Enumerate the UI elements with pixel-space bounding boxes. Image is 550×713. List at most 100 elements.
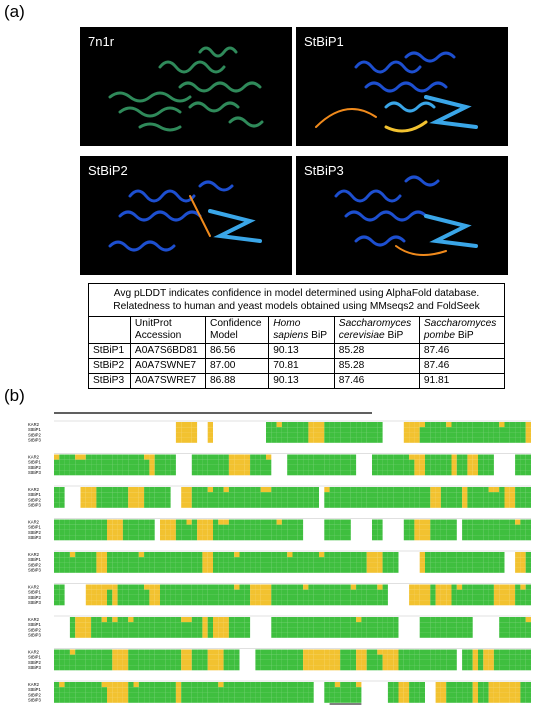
alignment-cell [483, 524, 489, 530]
alignment-cell [191, 562, 198, 568]
alignment-cell [276, 584, 282, 590]
alignment-cell [149, 487, 155, 493]
alignment-cell [101, 692, 107, 698]
alignment-cell [361, 422, 367, 428]
alignment-cell [387, 692, 394, 698]
alignment-cell [308, 627, 314, 633]
alignment-cell [525, 600, 531, 606]
alignment-cell [382, 589, 388, 595]
alignment-cell [170, 600, 176, 606]
alignment-cell [483, 692, 489, 698]
alignment-cell [175, 552, 182, 558]
alignment-cell [446, 422, 452, 428]
alignment-cell [414, 519, 420, 525]
alignment-cell [372, 562, 378, 568]
alignment-cell [361, 622, 367, 628]
alignment-cell [207, 437, 213, 443]
alignment-cell [122, 459, 129, 465]
alignment-cell [165, 562, 171, 568]
alignment-cell [223, 459, 229, 465]
alignment-cell [181, 659, 187, 666]
alignment-cell [276, 659, 282, 666]
alignment-cell [313, 665, 319, 671]
alignment-cell [271, 692, 277, 698]
alignment-cell [435, 557, 441, 563]
alignment-cell [340, 665, 346, 671]
alignment-cell [186, 589, 192, 595]
alignment-cell [509, 632, 516, 638]
alignment-cell [239, 632, 245, 638]
alignment-cell [128, 617, 134, 623]
alignment-cell [202, 524, 208, 530]
alignment-cell [239, 567, 245, 573]
alignment-cell [340, 552, 346, 558]
alignment-cell [276, 562, 282, 568]
alignment-cell [329, 589, 335, 595]
alignment-cell [202, 584, 208, 590]
alignment-cell [456, 627, 463, 633]
alignment-cell [435, 459, 441, 465]
alignment-cell [175, 687, 182, 693]
alignment-cell [213, 617, 219, 623]
alignment-cell [472, 665, 478, 671]
alignment-cell [488, 529, 494, 536]
alignment-cell [271, 659, 277, 666]
alignment-cell [297, 529, 304, 536]
alignment-cell [234, 622, 240, 628]
alignment-cell [462, 682, 468, 688]
alignment-cell [165, 524, 171, 530]
alignment-cell [250, 497, 256, 503]
alignment-cell [281, 622, 288, 628]
alignment-cell [244, 617, 251, 623]
alignment-cell [281, 422, 288, 428]
alignment-cell [202, 464, 208, 471]
alignment-cell [85, 687, 92, 693]
alignment-cell [218, 464, 224, 471]
alignment-cell [329, 562, 335, 568]
alignment-cell [122, 622, 129, 628]
alignment-cell [440, 464, 447, 471]
alignment-cell [419, 524, 425, 530]
alignment-cell [144, 519, 150, 525]
alignment-cell [297, 535, 304, 541]
alignment-cell [356, 665, 362, 671]
alignment-cell [414, 422, 420, 428]
alignment-cell [213, 654, 219, 660]
alignment-cell [329, 427, 335, 433]
alignment-cell [430, 470, 436, 476]
alignment-cell [329, 437, 335, 443]
alignment-cell [218, 459, 224, 465]
alignment-cell [287, 437, 293, 443]
alignment-cell [520, 529, 526, 536]
alignment-cell [372, 600, 378, 606]
alignment-cell [356, 422, 362, 428]
alignment-cell [403, 487, 410, 493]
alignment-cell [409, 594, 415, 601]
alignment-cell [414, 492, 420, 498]
alignment-cell [467, 529, 473, 536]
alignment-cell [462, 594, 468, 601]
alignment-cell [440, 567, 447, 573]
alignment-cell [223, 682, 229, 688]
alignment-cell [382, 600, 388, 606]
alignment-cell [213, 464, 219, 471]
alignment-cell [403, 470, 410, 476]
alignment-cell [515, 470, 521, 476]
alignment-cell [451, 627, 457, 633]
alignment-cell [520, 519, 526, 525]
alignment-cell [350, 427, 357, 433]
alignment-cell [207, 627, 213, 633]
alignment-cell [329, 692, 335, 698]
sequence-name: StBiP2 [28, 627, 41, 632]
alignment-cell [75, 649, 81, 655]
alignment-cell [287, 589, 293, 595]
alignment-cell [292, 600, 298, 606]
alignment-cell [85, 584, 92, 590]
alignment-cell [414, 524, 420, 530]
alignment-cell [462, 557, 468, 563]
alignment-cell [456, 697, 463, 703]
alignment-cell [319, 600, 325, 606]
alignment-cell [292, 632, 298, 638]
alignment-cell [440, 584, 447, 590]
alignment-cell [446, 427, 452, 433]
